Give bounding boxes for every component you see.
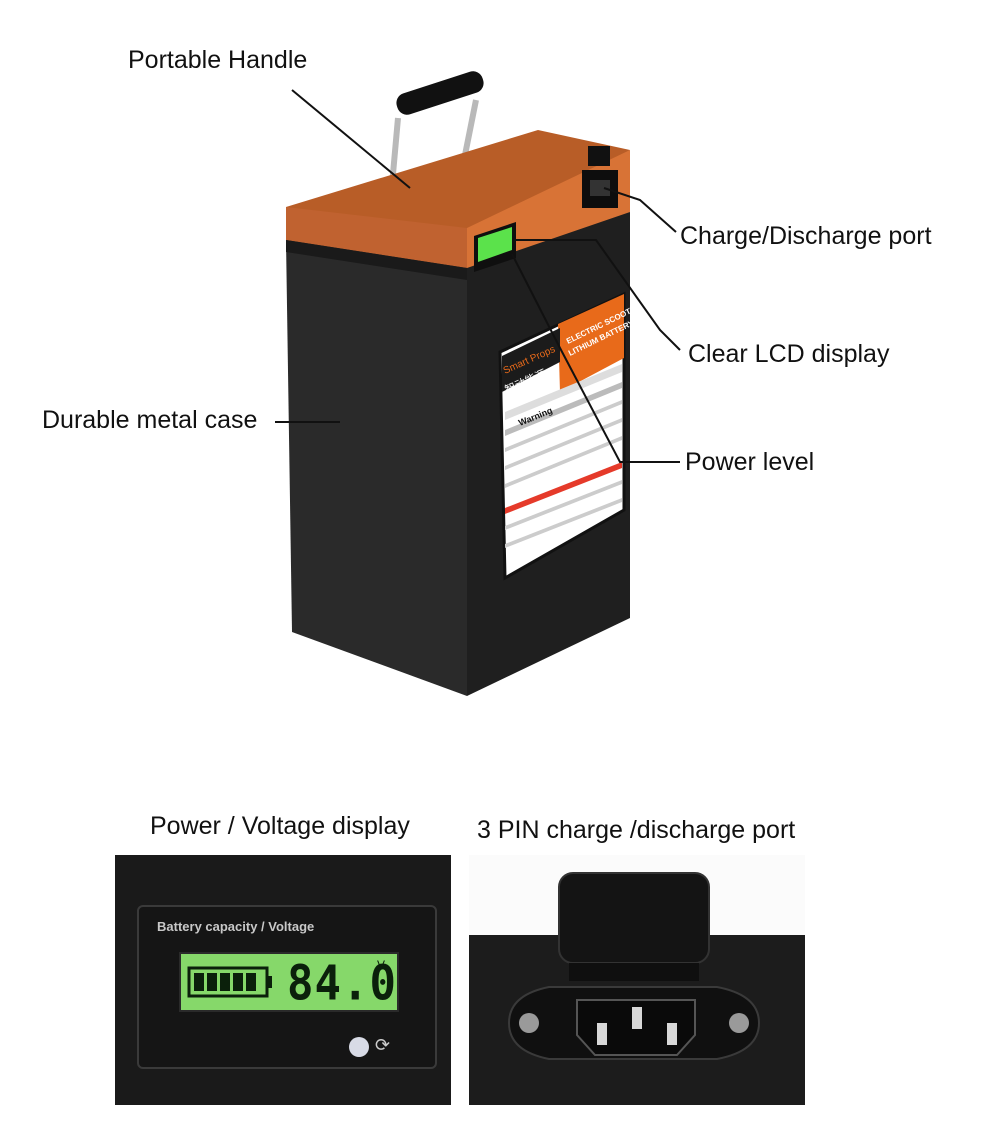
lcd-closeup: Battery capacity / Voltage 84.0 V ⟳	[115, 855, 451, 1105]
lcd-screen: 84.0 V	[179, 952, 399, 1012]
portable-handle-label: Portable Handle	[128, 46, 308, 74]
right-screw-icon	[729, 1013, 749, 1033]
product-sticker	[498, 291, 626, 581]
battery-level-icon	[187, 966, 272, 998]
lcd-bezel: Battery capacity / Voltage 84.0 V ⟳	[137, 905, 437, 1069]
battery-illustration: Smart Props 智动能源 ELECTRIC SCOOTER LITHIU…	[275, 71, 681, 696]
lcd-caption: Power / Voltage display	[150, 812, 410, 840]
lcd-mode-button	[349, 1037, 369, 1057]
power-level-label: Power level	[685, 448, 815, 476]
lcd-voltage-unit: V	[377, 958, 386, 972]
charge-port-label: Charge/Discharge port	[680, 222, 932, 250]
lid-lcd-graphic	[474, 222, 516, 272]
lcd-voltage-reading: 84.0	[287, 955, 397, 1012]
port-caption: 3 PIN charge /discharge port	[477, 816, 796, 844]
left-screw-icon	[519, 1013, 539, 1033]
port-closeup	[469, 855, 805, 1105]
lid-port-graphic	[582, 146, 618, 208]
refresh-icon: ⟳	[375, 1035, 391, 1055]
lcd-display-label: Clear LCD display	[688, 340, 890, 368]
leader-lines	[275, 89, 681, 463]
lcd-title: Battery capacity / Voltage	[157, 919, 315, 934]
port-closeup-graphic	[469, 872, 805, 1105]
metal-case-label: Durable metal case	[42, 406, 258, 434]
